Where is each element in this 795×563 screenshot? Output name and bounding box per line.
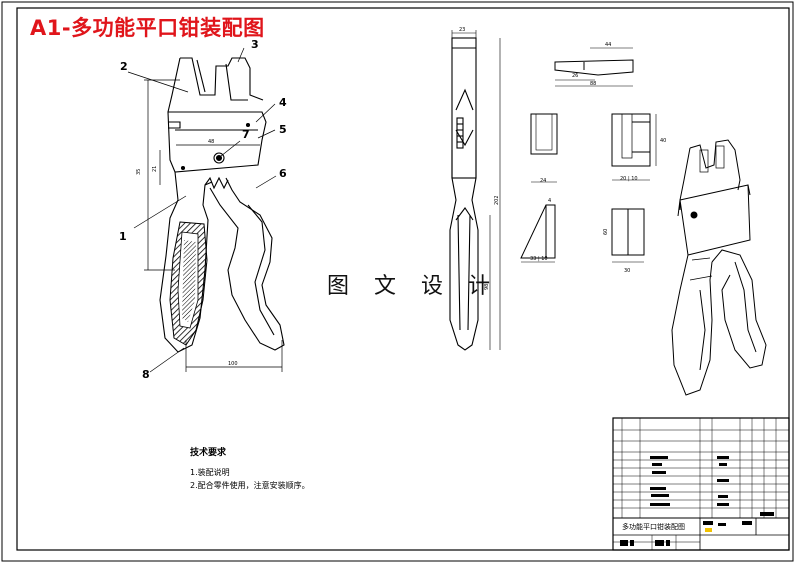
dim-small: 21	[152, 166, 158, 172]
notes-heading: 技术要求	[190, 448, 227, 458]
detail-dim-30: 30	[624, 268, 630, 274]
side-dim-handle: 98	[484, 284, 490, 290]
watermark: 图 文 设 计	[327, 274, 499, 299]
detail-dim-60: 60	[603, 229, 609, 235]
side-dim-top: 23	[459, 27, 465, 33]
dim-width: 48	[208, 139, 214, 145]
note-item-2: 2.配合零件使用，注意安装顺序。	[190, 481, 310, 490]
detail-views	[520, 47, 657, 263]
callout-5: 5	[279, 123, 287, 136]
detail-dim-40: 40	[660, 138, 666, 144]
drawing-title: A1-多功能平口钳装配图	[30, 16, 265, 40]
callout-4: 4	[279, 96, 287, 109]
detail-dim-24: 24	[540, 178, 546, 184]
detail-dim-4: 4	[548, 198, 551, 204]
technical-notes: 技术要求 1.装配说明 2.配合零件使用，注意安装顺序。	[190, 447, 310, 492]
title-block-drawing-name: 多功能平口钳装配图	[622, 523, 685, 531]
side-view-dimensions	[451, 30, 501, 350]
detail-dim-3310: 33 | 10	[530, 256, 548, 262]
title-block-marks	[620, 456, 774, 546]
side-dim-total: 202	[494, 195, 500, 205]
detail-dim-2010: 20 | 10	[620, 176, 638, 182]
callout-6: 6	[279, 167, 287, 180]
dim-height: 35	[136, 169, 142, 175]
callout-1: 1	[119, 230, 127, 243]
detail-dim-88: 88	[590, 81, 596, 87]
detail-dim-44: 44	[605, 42, 611, 48]
side-view	[449, 37, 479, 351]
note-item-1: 1.装配说明	[190, 468, 230, 477]
isometric-view	[671, 139, 767, 396]
detail-dim-26: 26	[572, 73, 578, 79]
handle-grip-core	[182, 240, 196, 322]
inner-border	[16, 7, 790, 551]
title-block-yellow-mark	[705, 528, 712, 532]
callout-7: 7	[242, 128, 250, 141]
callout-3: 3	[251, 38, 259, 51]
dim-length: 100	[228, 361, 238, 367]
callout-8: 8	[142, 368, 150, 381]
front-view	[159, 57, 285, 353]
callout-leaders	[127, 47, 277, 373]
front-view-dimensions	[144, 79, 283, 372]
callout-2: 2	[120, 60, 128, 73]
